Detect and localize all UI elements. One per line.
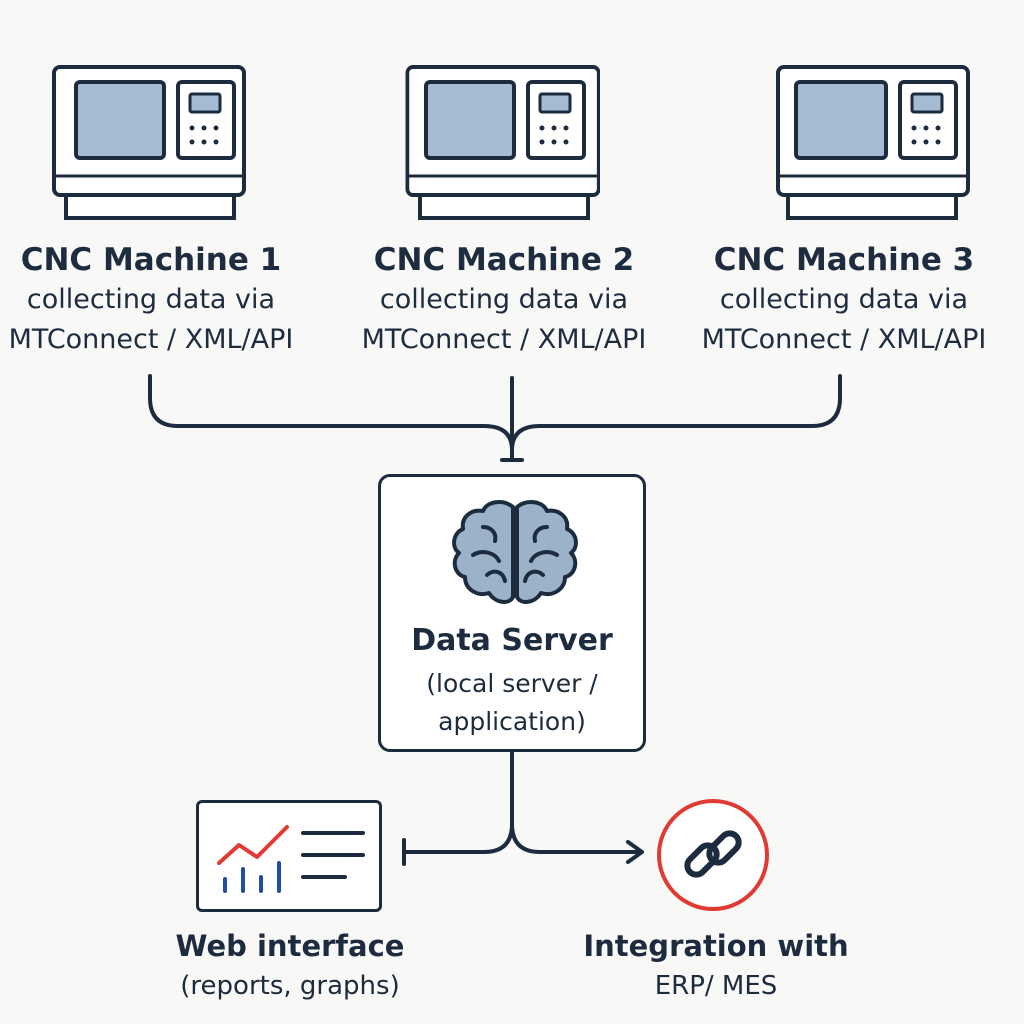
server-desc: (local server / application)	[381, 665, 643, 741]
cnc-machine-icon	[776, 65, 970, 220]
machine-desc-line2: MTConnect / XML/API	[701, 324, 987, 355]
server-title: Data Server	[411, 623, 613, 658]
machine-desc-line2: MTConnect / XML/API	[8, 324, 294, 355]
machine-desc-line1: collecting data via	[719, 284, 969, 315]
integration-desc: ERP/ MES	[654, 971, 778, 1001]
connector-machine-3	[510, 374, 842, 452]
server-desc-line2: application)	[438, 707, 586, 736]
dashboard-chart-icon	[217, 825, 365, 893]
machine-desc-line1: collecting data via	[379, 284, 629, 315]
web-interface-node	[196, 800, 382, 912]
machine-3-label: CNC Machine 3 collecting data via MTConn…	[664, 240, 1024, 360]
cnc-machine-1	[46, 64, 246, 224]
cnc-machine-icon	[405, 65, 600, 220]
data-server-node: Data Server (local server / application)	[378, 474, 646, 752]
web-interface-title: Web interface	[175, 929, 405, 963]
machine-desc-line2: MTConnect / XML/API	[361, 324, 647, 355]
integration-title: Integration with	[583, 929, 849, 963]
cnc-machine-2	[400, 64, 600, 224]
connector-to-integration	[510, 822, 642, 854]
web-interface-label: Web interface (reports, graphs)	[130, 926, 450, 1006]
integration-arrow-head	[626, 840, 644, 864]
cnc-machine-icon	[52, 65, 246, 220]
machine-title: CNC Machine 3	[713, 242, 975, 278]
cnc-machine-3	[772, 64, 972, 224]
integration-label: Integration with ERP/ MES	[556, 926, 876, 1006]
machine-title: CNC Machine 2	[373, 242, 635, 278]
connector-machine-1	[148, 374, 514, 452]
machine-desc-line1: collecting data via	[26, 284, 276, 315]
machine-2-label: CNC Machine 2 collecting data via MTConn…	[324, 240, 684, 360]
brain-icon	[452, 500, 578, 604]
web-interface-desc: (reports, graphs)	[180, 971, 400, 1001]
machine-1-label: CNC Machine 1 collecting data via MTConn…	[0, 240, 331, 360]
link-icon	[657, 799, 769, 911]
machine-title: CNC Machine 1	[20, 242, 282, 278]
server-desc-line1: (local server /	[426, 669, 598, 698]
connector-server-out	[402, 750, 514, 854]
